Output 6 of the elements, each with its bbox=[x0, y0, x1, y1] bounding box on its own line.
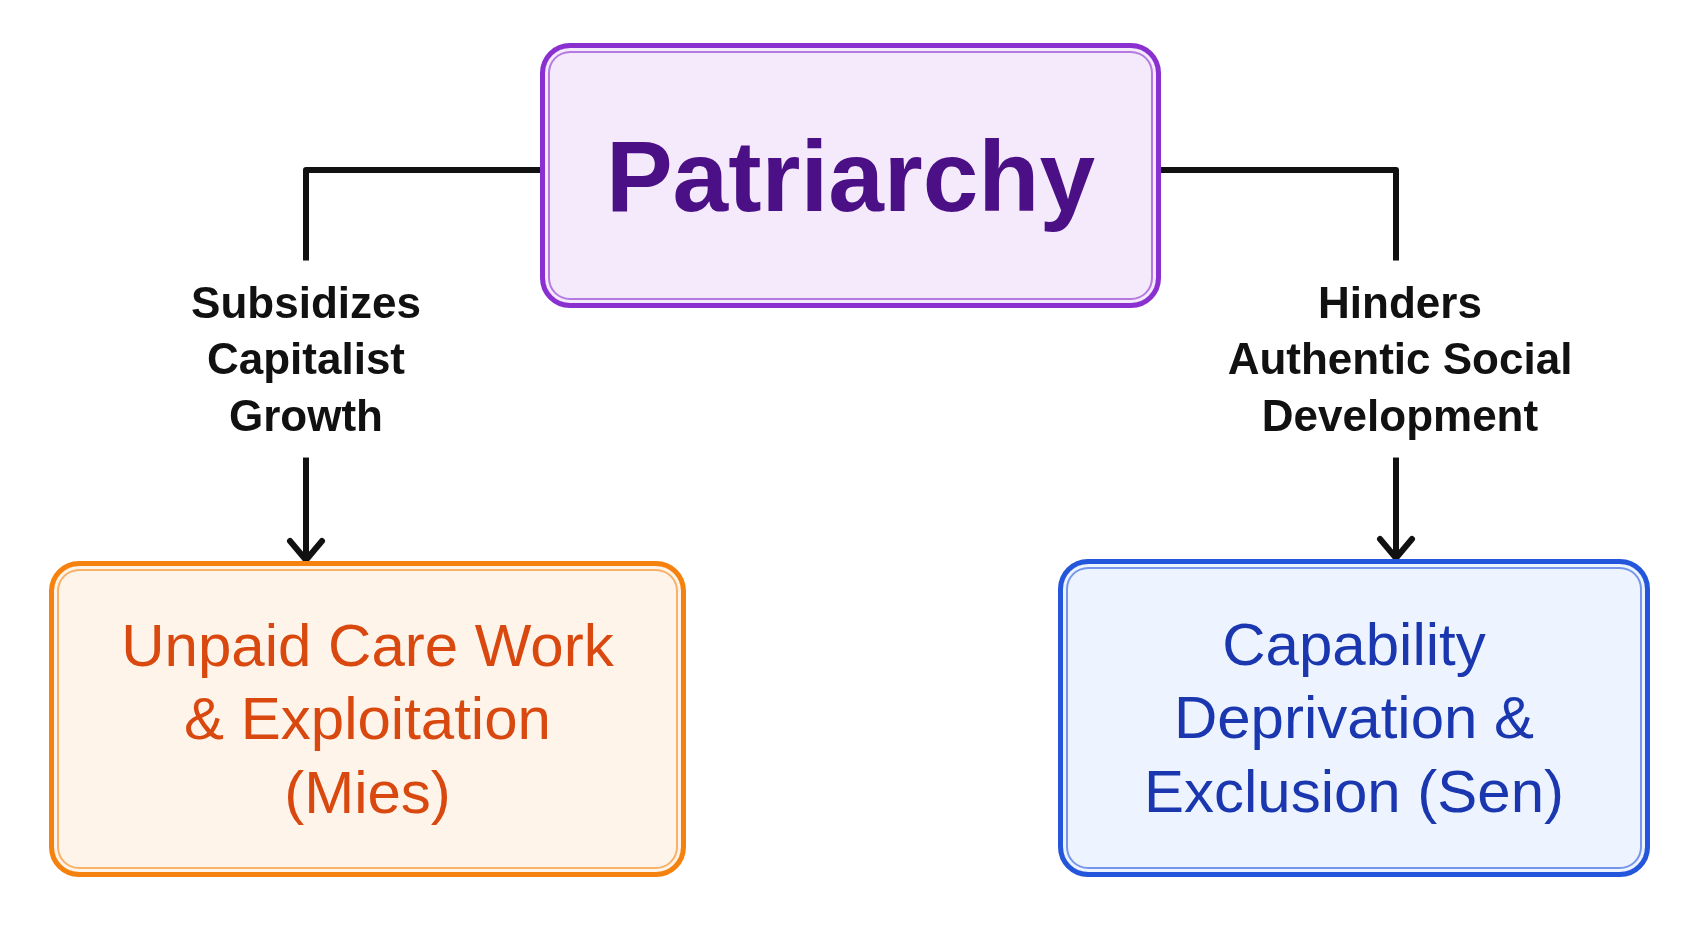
node-label: Capability Deprivation & Exclusion (Sen) bbox=[1142, 610, 1566, 827]
concept-box bbox=[49, 561, 686, 877]
concept-box bbox=[540, 43, 1161, 308]
concept-box bbox=[1058, 559, 1650, 877]
node-label: Unpaid Care Work & Exploitation (Mies) bbox=[120, 611, 615, 828]
node-title: Patriarchy bbox=[605, 118, 1096, 234]
